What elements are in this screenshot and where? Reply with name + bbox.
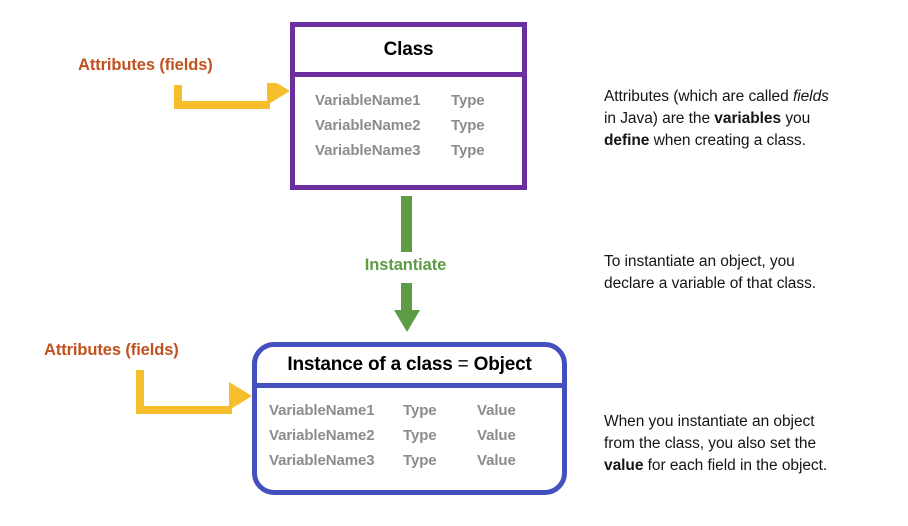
- class-box-title: Class: [383, 38, 434, 60]
- object-box: Instance of a class = Object VariableNam…: [252, 342, 567, 495]
- elbow-arrow-shaft: [136, 370, 232, 414]
- note-value-strong: value: [604, 457, 644, 474]
- note-instantiate-line1: To instantiate an object, you: [604, 253, 795, 270]
- class-field-type: Type: [451, 117, 485, 134]
- object-field-name: VariableName1: [269, 402, 375, 419]
- object-field-row: VariableName2 Type Value: [269, 423, 546, 448]
- note-attributes-line2-tail: you: [781, 110, 811, 127]
- note-instantiate: To instantiate an object, you declare a …: [604, 251, 874, 295]
- note-attributes-line2-text: in Java) are the: [604, 110, 715, 127]
- elbow-arrow-to-object-fields: [136, 370, 252, 414]
- instantiate-label: Instantiate: [364, 256, 447, 274]
- class-field-name: VariableName3: [315, 142, 421, 159]
- note-attributes-line3-tail: when creating a class.: [649, 132, 806, 149]
- instantiate-arrow-lower: [394, 283, 420, 332]
- class-field-name: VariableName2: [315, 117, 421, 134]
- object-title-object: Object: [473, 354, 532, 375]
- class-field-row: VariableName1 Type: [315, 88, 502, 113]
- instantiate-arrow-shaft: [401, 283, 412, 312]
- elbow-arrow-to-class-fields: [174, 83, 290, 109]
- note-attributes-define-strong: define: [604, 132, 650, 149]
- object-field-name: VariableName2: [269, 427, 375, 444]
- note-attributes-fields-em: fields: [792, 88, 829, 105]
- class-box-fields: VariableName1 Type VariableName2 Type Va…: [295, 77, 522, 163]
- callout-label-class-attributes: Attributes (fields): [78, 56, 213, 74]
- instantiate-arrow-upper-shaft: [401, 196, 412, 252]
- note-value-line3: value for each field in the object.: [604, 455, 879, 477]
- class-field-name: VariableName1: [315, 92, 421, 109]
- note-instantiate-line2: declare a variable of that class.: [604, 275, 817, 292]
- note-attributes-line2: in Java) are the variables you: [604, 108, 874, 130]
- class-box: Class VariableName1 Type VariableName2 T…: [290, 22, 527, 190]
- object-field-type: Type: [403, 427, 437, 444]
- elbow-arrow-head: [229, 382, 252, 410]
- object-field-name: VariableName3: [269, 452, 375, 469]
- elbow-arrow-shaft: [174, 85, 270, 109]
- note-value: When you instantiate an object from the …: [604, 411, 879, 477]
- note-value-line3-tail: for each field in the object.: [643, 457, 828, 474]
- note-attributes: Attributes (which are called fields in J…: [604, 86, 874, 152]
- note-attributes-line3: define when creating a class.: [604, 130, 874, 152]
- object-box-fields: VariableName1 Type Value VariableName2 T…: [257, 388, 562, 473]
- object-title-main: Instance of a class: [287, 354, 453, 375]
- object-field-value: Value: [477, 427, 516, 444]
- class-field-row: VariableName2 Type: [315, 113, 502, 138]
- object-field-row: VariableName1 Type Value: [269, 398, 546, 423]
- object-field-type: Type: [403, 402, 437, 419]
- object-field-value: Value: [477, 452, 516, 469]
- object-field-value: Value: [477, 402, 516, 419]
- callout-label-object-attributes: Attributes (fields): [44, 341, 179, 359]
- object-field-row: VariableName3 Type Value: [269, 448, 546, 473]
- note-value-line2: from the class, you also set the: [604, 435, 817, 452]
- note-attributes-line1: Attributes (which are called fields: [604, 86, 874, 108]
- object-box-header: Instance of a class = Object: [257, 347, 562, 388]
- note-value-line1: When you instantiate an object: [604, 413, 815, 430]
- object-title-equals: =: [452, 354, 474, 375]
- class-field-row: VariableName3 Type: [315, 138, 502, 163]
- class-box-header: Class: [295, 27, 522, 77]
- class-field-type: Type: [451, 142, 485, 159]
- instantiate-arrow-head: [394, 310, 420, 332]
- note-attributes-variables-strong: variables: [714, 110, 782, 127]
- object-field-type: Type: [403, 452, 437, 469]
- class-field-type: Type: [451, 92, 485, 109]
- object-box-title: Instance of a class = Object: [287, 354, 531, 376]
- note-attributes-line1-text: Attributes (which are called: [604, 88, 793, 105]
- elbow-arrow-head: [267, 83, 290, 105]
